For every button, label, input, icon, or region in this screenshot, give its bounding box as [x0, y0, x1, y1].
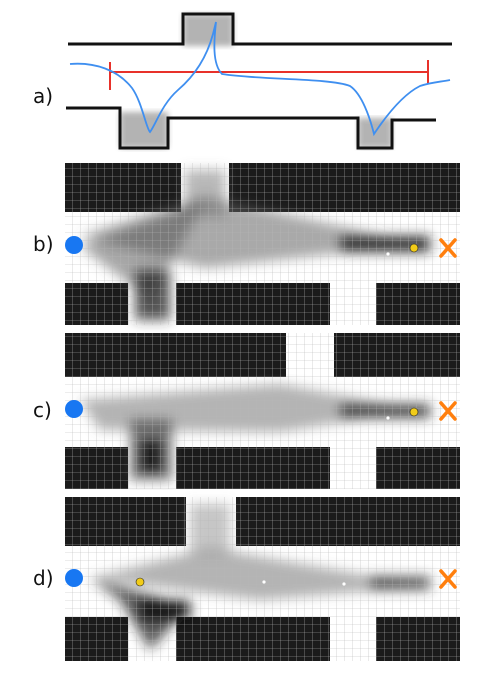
start-marker-b [65, 236, 83, 254]
panel-a-schematic [66, 12, 452, 150]
waypoint-b [386, 252, 390, 256]
lower-wall [66, 106, 436, 150]
start-marker-c [65, 400, 83, 418]
waypoint-c [386, 416, 390, 420]
baseline-path [109, 60, 429, 90]
goal-marker-d [439, 569, 457, 589]
start-marker-d [65, 569, 83, 587]
panel-label-d: d) [33, 566, 54, 590]
agent-dot-b [409, 243, 419, 253]
waypoint-d2 [342, 582, 346, 586]
agent-dot-c [409, 407, 419, 417]
goal-marker-c [439, 401, 457, 421]
panel-b-heatmap [65, 163, 460, 325]
panel-d-heatmap [65, 497, 460, 661]
top-niche-shade [183, 14, 233, 46]
upper-wall [68, 12, 452, 46]
goal-marker-b [439, 238, 457, 258]
agent-trajectory [69, 21, 451, 137]
waypoint-d1 [262, 580, 266, 584]
panel-label-a: a) [33, 84, 54, 108]
agent-dot-d [135, 577, 145, 587]
panel-label-b: b) [33, 232, 54, 256]
panel-c-heatmap [65, 333, 460, 489]
panel-label-c: c) [33, 398, 52, 422]
